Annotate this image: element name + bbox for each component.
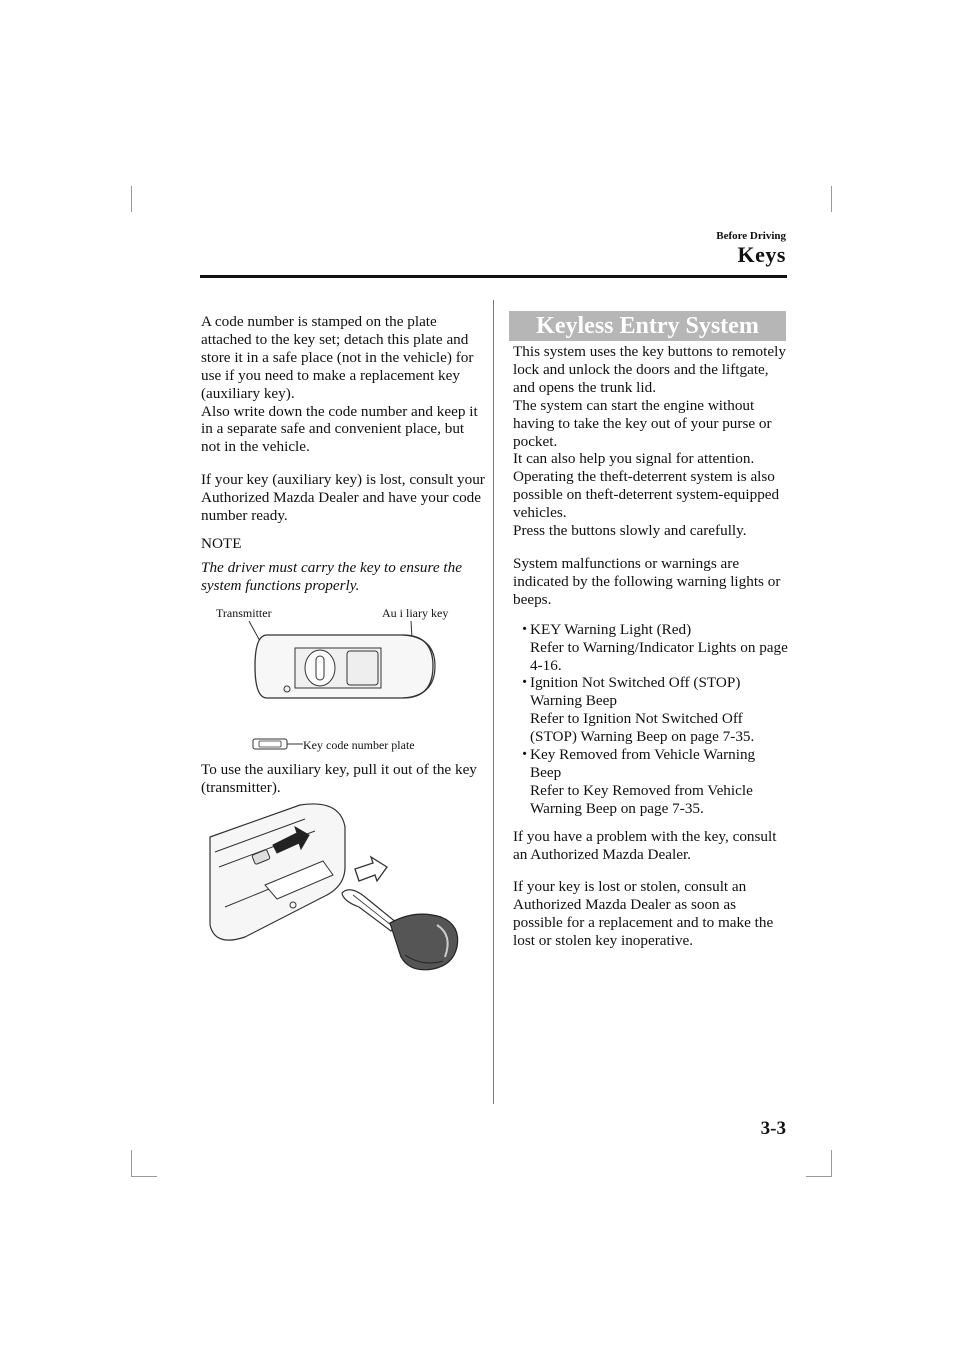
engine-start-paragraph: The system can start the engine without …	[513, 396, 772, 450]
pull-out-paragraph: To use the auxiliary key, pull it out of…	[201, 761, 477, 796]
bullet-title: Ignition Not Switched Off (STOP) Warning…	[530, 674, 741, 710]
attention-paragraph: It can also help you signal for attentio…	[513, 450, 755, 468]
system-purpose-paragraph: This system uses the key buttons to remo…	[513, 343, 786, 396]
key-fob-illustration	[248, 620, 436, 750]
note-body: The driver must carry the key to ensure …	[201, 558, 462, 594]
left-column: A code number is stamped on the plate at…	[201, 313, 486, 595]
note-title: NOTE	[201, 534, 242, 552]
bullet-glyph: ・	[517, 746, 533, 764]
bullet-reference: Refer to Warning/Indicator Lights on pag…	[530, 638, 788, 674]
press-slowly-paragraph: Press the buttons slowly and carefully.	[513, 522, 747, 540]
transmitter-figure: Transmitter Au i liary key Key code numb…	[205, 603, 490, 755]
bullet-glyph: ・	[517, 674, 533, 692]
bullet-title: KEY Warning Light (Red)	[530, 620, 692, 638]
list-item: ・ Key Removed from Vehicle Warning Beep …	[513, 746, 789, 818]
write-down-paragraph: Also write down the code number and keep…	[201, 402, 478, 456]
code-number-paragraph: A code number is stamped on the plate at…	[201, 313, 474, 402]
transmitter-label: Transmitter	[216, 606, 272, 620]
list-item: ・ Ignition Not Switched Off (STOP) Warni…	[513, 674, 789, 746]
crop-mark	[131, 186, 132, 212]
list-item: ・ KEY Warning Light (Red) Refer to Warni…	[513, 621, 789, 675]
key-removal-illustration	[209, 803, 459, 971]
auxiliary-key-instruction: To use the auxiliary key, pull it out of…	[201, 761, 486, 797]
column-divider	[493, 300, 494, 1104]
crop-mark	[831, 1150, 832, 1176]
theft-deterrent-paragraph: Operating the theft-deterrent system is …	[513, 468, 780, 522]
warnings-intro-paragraph: System malfunctions or warnings are indi…	[513, 554, 781, 608]
code-plate-label: Key code number plate	[303, 738, 415, 752]
auxiliary-key-removal-figure	[205, 797, 475, 987]
crop-mark	[131, 1176, 157, 1177]
lost-stolen-paragraph: If your key is lost or stolen, consult a…	[513, 878, 774, 950]
problem-paragraph: If you have a problem with the key, cons…	[513, 827, 777, 863]
right-column: This system uses the key buttons to remo…	[513, 343, 789, 950]
crop-mark	[131, 1150, 132, 1176]
crop-mark	[806, 1176, 832, 1177]
bullet-title: Key Removed from Vehicle Warning Beep	[530, 746, 756, 781]
crop-mark	[831, 186, 832, 212]
running-header-section: Before Driving	[716, 230, 786, 242]
page-number: 3-3	[760, 1118, 786, 1139]
lost-key-paragraph: If your key (auxiliary key) is lost, con…	[201, 471, 485, 525]
section-banner: Keyless Entry System	[509, 311, 786, 341]
running-header-title: Keys	[737, 242, 786, 267]
bullet-glyph: ・	[517, 620, 533, 638]
warning-list: ・ KEY Warning Light (Red) Refer to Warni…	[513, 621, 789, 818]
header-rule	[200, 275, 787, 278]
bullet-reference: Refer to Ignition Not Switched Off (STOP…	[530, 710, 755, 746]
auxiliary-key-label: Au i liary key	[382, 606, 449, 620]
bullet-reference: Refer to Key Removed from Vehicle Warnin…	[530, 781, 753, 817]
